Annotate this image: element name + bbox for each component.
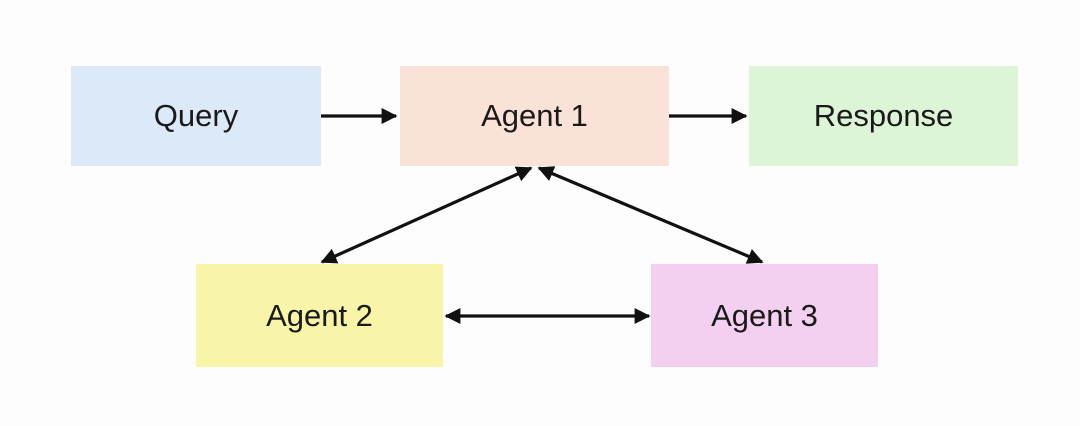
node-agent-3-label: Agent 3 <box>711 297 818 333</box>
node-response-label: Response <box>813 98 954 133</box>
node-query: Query <box>71 66 321 166</box>
node-agent-1-label: Agent 1 <box>481 98 588 133</box>
node-agent-3: Agent 3 <box>651 264 878 367</box>
edge-agent1-agent3 <box>537 166 764 264</box>
node-agent-2: Agent 2 <box>196 264 443 367</box>
node-query-label: Query <box>153 98 239 133</box>
edge-agent1-agent2 <box>320 166 533 264</box>
node-response: Response <box>749 66 1018 166</box>
node-agent-1: Agent 1 <box>400 66 669 166</box>
node-agent-2-label: Agent 2 <box>266 297 373 333</box>
